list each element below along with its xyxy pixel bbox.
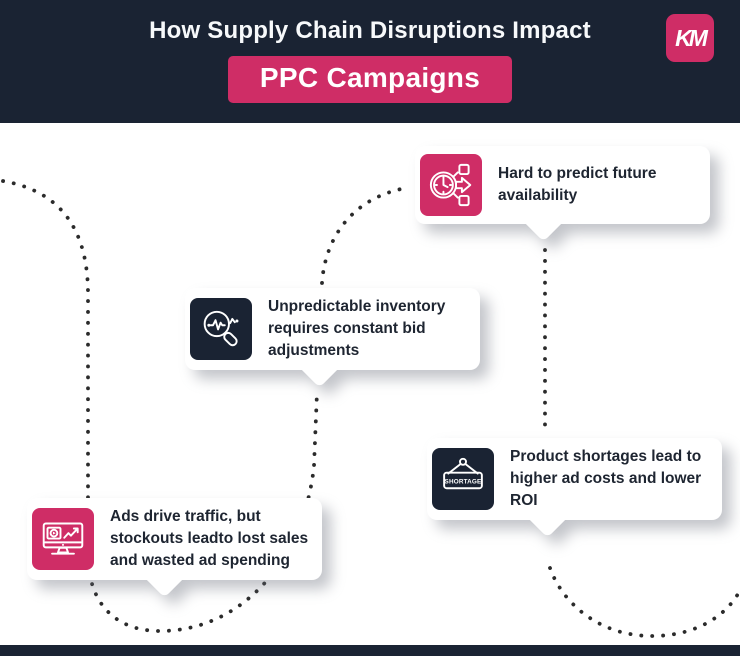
callout-card-product-shortages: SHORTAGE Product shortages lead to highe… bbox=[427, 438, 722, 538]
clock-forecast-icon bbox=[420, 154, 482, 216]
monitor-ads-icon bbox=[32, 508, 94, 570]
magnifier-pulse-icon bbox=[190, 298, 252, 360]
brand-logo: KM bbox=[666, 14, 714, 62]
footer-band bbox=[0, 645, 740, 656]
shortage-sign-icon: SHORTAGE bbox=[432, 448, 494, 510]
connector-card2-to-card1 bbox=[320, 186, 408, 285]
card-label: Unpredictable inventory requires constan… bbox=[268, 298, 446, 359]
title-badge: PPC Campaigns bbox=[227, 56, 513, 103]
card-label: Product shortages lead to higher ad cost… bbox=[510, 448, 702, 509]
callout-card-bid-adjustments: Unpredictable inventory requires constan… bbox=[185, 288, 480, 388]
callout-card-future-availability: Hard to predict future availability bbox=[415, 146, 710, 242]
callout-card-wasted-ad-spend: Ads drive traffic, but stockouts leadto … bbox=[27, 498, 322, 598]
page-title: How Supply Chain Disruptions Impact bbox=[149, 17, 591, 44]
badge-row: PPC Campaigns bbox=[0, 56, 740, 103]
shortage-sign-text: SHORTAGE bbox=[445, 479, 482, 486]
card-label: Hard to predict future availability bbox=[498, 165, 657, 204]
connector-card3-exit-right bbox=[548, 566, 740, 638]
header-band: How Supply Chain Disruptions Impact PPC … bbox=[0, 0, 740, 123]
card-label: Ads drive traffic, but stockouts leadto … bbox=[110, 508, 309, 569]
